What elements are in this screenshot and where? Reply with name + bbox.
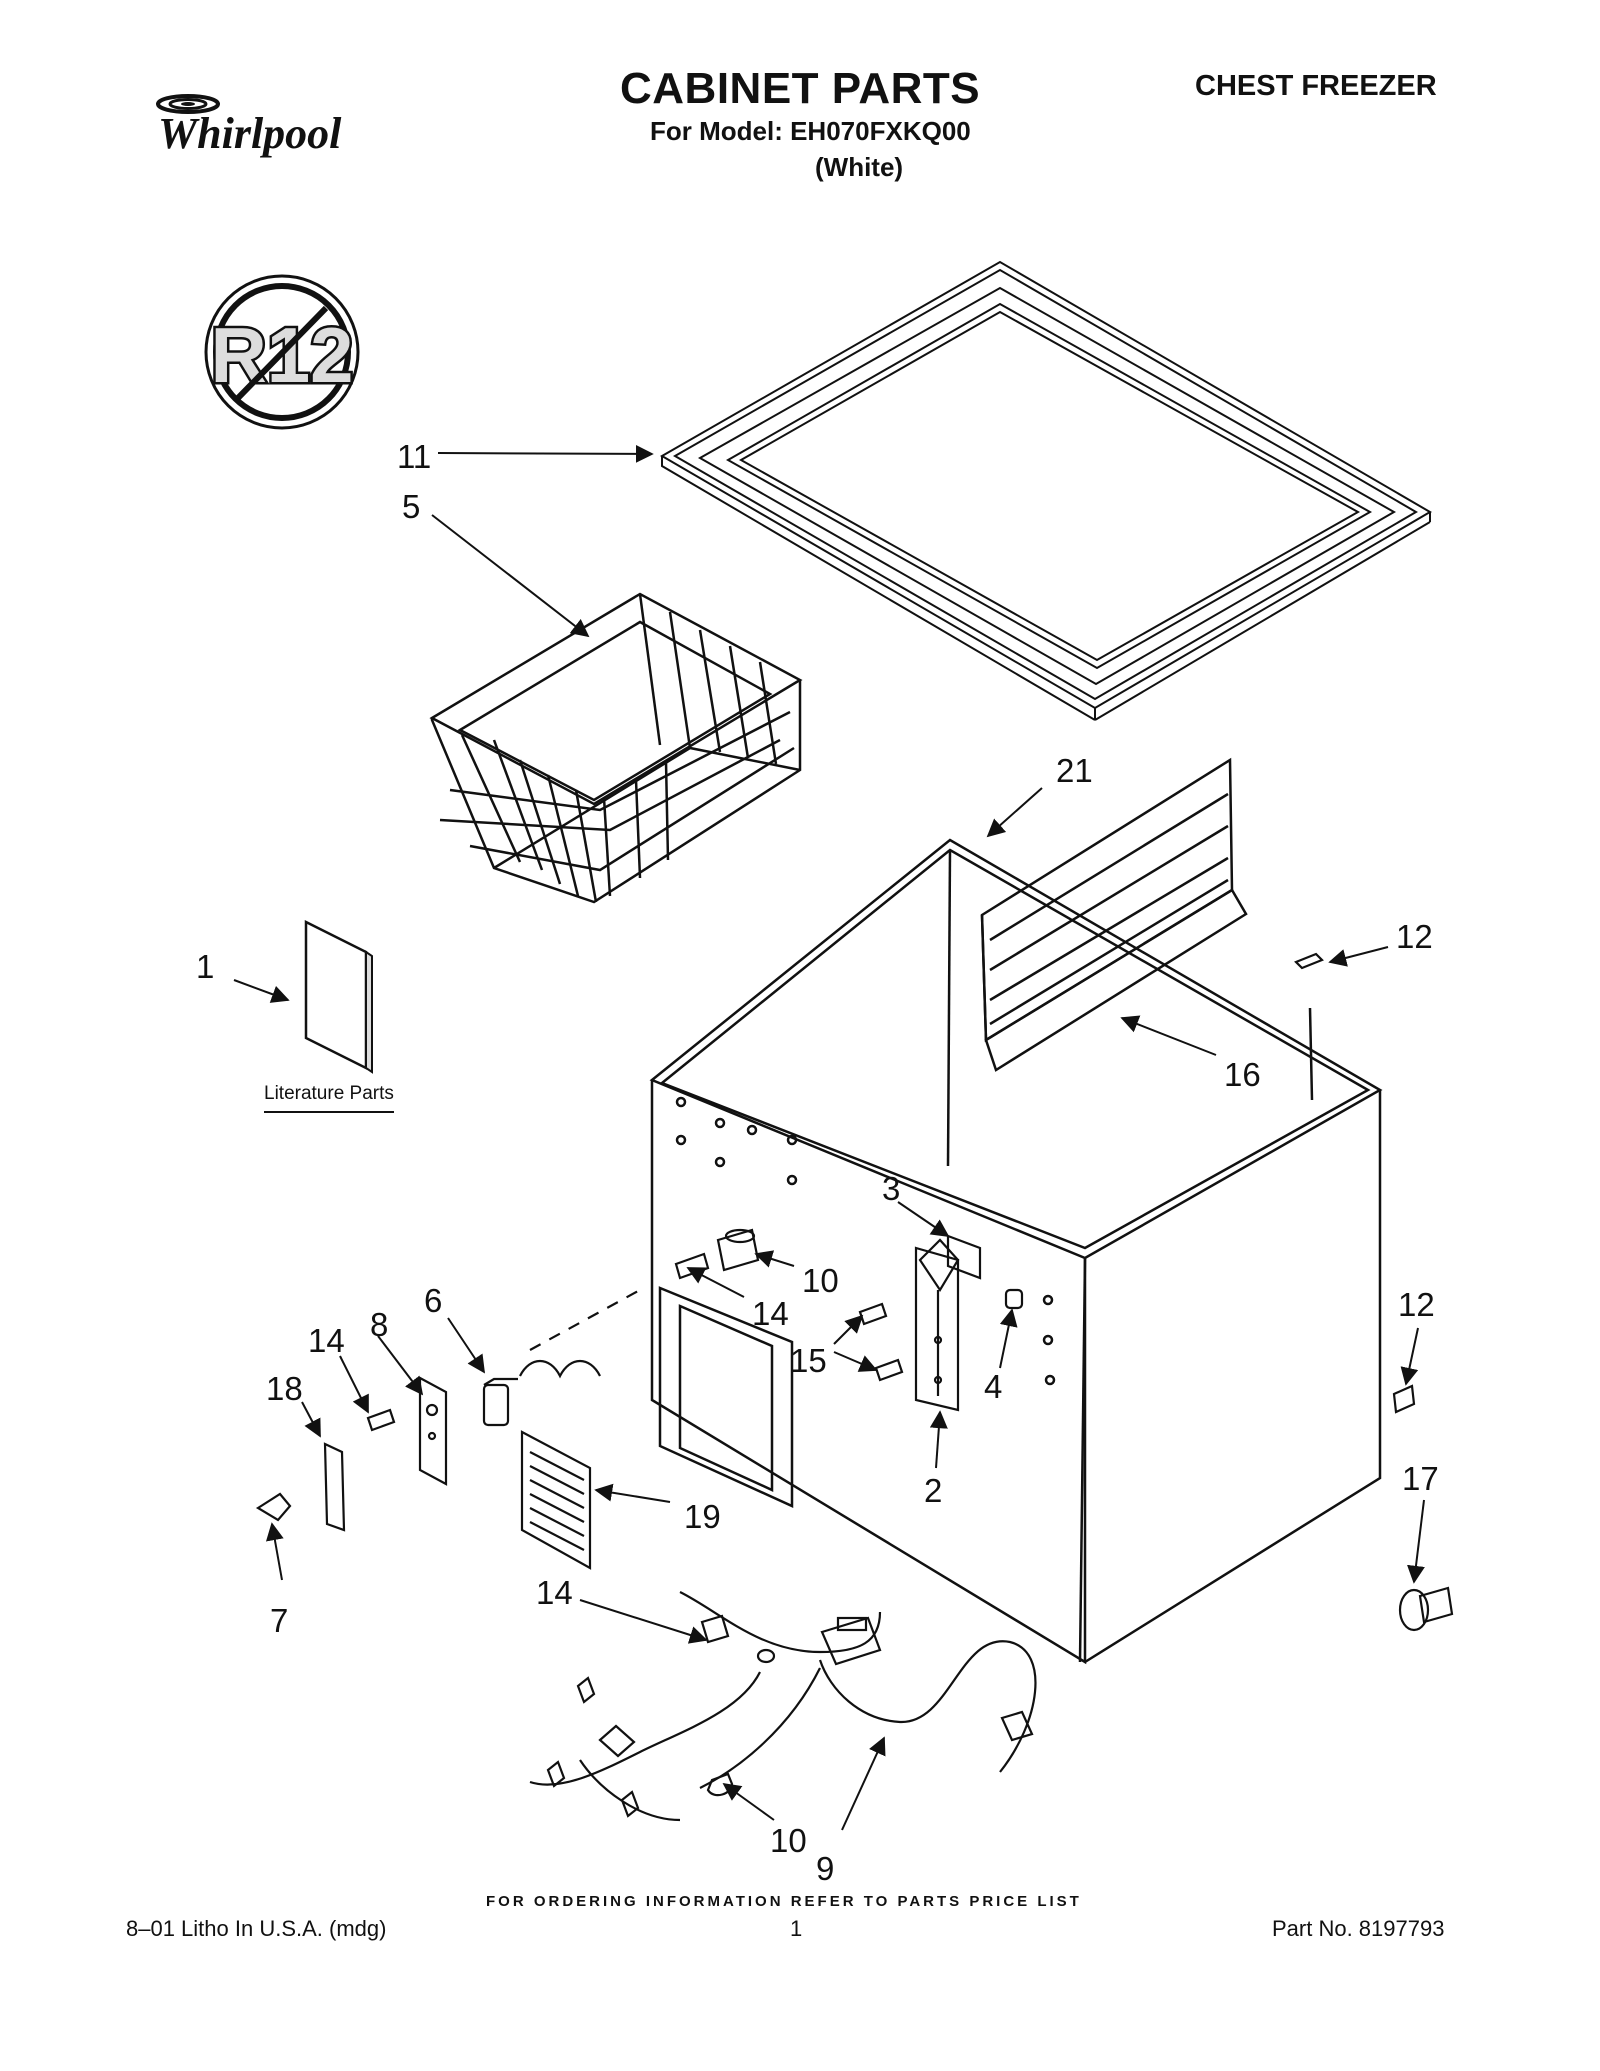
lid-gasket-part [660,260,1432,721]
callout-14-top: 14 [752,1295,789,1332]
callout-leaders [233,444,1425,1831]
callout-17: 17 [1402,1460,1439,1497]
literature-label: Literature Parts [264,1083,394,1113]
color-line: (White) [815,152,904,182]
callout-labels: 11 5 21 1 12 16 3 10 14 6 8 14 15 4 12 1… [196,438,1439,1887]
callout-11: 11 [397,438,431,475]
callout-8: 8 [370,1306,388,1343]
cabinet-body-part [649,838,1383,1665]
callout-14-bottom: 14 [536,1574,573,1611]
manual-booklet-icon [304,919,373,1074]
thermostat-control-part [255,1289,641,1532]
callout-10-bottom: 10 [770,1822,807,1859]
callout-7: 7 [270,1602,288,1639]
drain-plug-part [1294,952,1454,1632]
callout-21: 21 [1056,752,1093,789]
model-line: For Model: EH070FXKQ00 [650,116,971,146]
vent-grille-part [520,1430,592,1570]
callout-15: 15 [790,1342,827,1379]
callout-1: 1 [196,948,214,985]
callout-19: 19 [684,1498,721,1535]
callout-14-left: 14 [308,1322,345,1359]
page-title: CABINET PARTS [620,64,981,113]
whirlpool-logo: Whirlpool [140,86,380,166]
callout-5: 5 [402,488,420,525]
callout-12-top: 12 [1396,918,1433,955]
callout-9: 9 [816,1850,834,1887]
callout-2: 2 [924,1472,942,1509]
callout-10-top: 10 [802,1262,839,1299]
litho-text: 8–01 Litho In U.S.A. (mdg) [126,1916,387,1941]
no-r12-badge: R12 [202,272,362,432]
cord-clamp-part [674,1228,760,1280]
callout-4: 4 [984,1368,1002,1405]
whirlpool-swirl-icon: Whirlpool [156,94,342,158]
callout-3: 3 [882,1170,900,1207]
no-r12-icon: R12 [204,274,360,430]
wire-basket-part [429,592,803,904]
literature-parts [296,918,446,1118]
callout-12-side: 12 [1398,1286,1435,1323]
callout-18: 18 [266,1370,303,1407]
basket-divider-part [980,757,1248,1072]
brand-wordmark: Whirlpool [158,109,342,158]
product-type: CHEST FREEZER [1195,70,1437,102]
wire-harness-part [529,1591,1037,1822]
callout-16: 16 [1224,1056,1261,1093]
callout-6: 6 [424,1282,442,1319]
part-number: Part No. 8197793 [1272,1916,1445,1941]
ordering-note: FOR ORDERING INFORMATION REFER TO PARTS … [486,1893,1082,1910]
page-number: 1 [790,1916,803,1941]
